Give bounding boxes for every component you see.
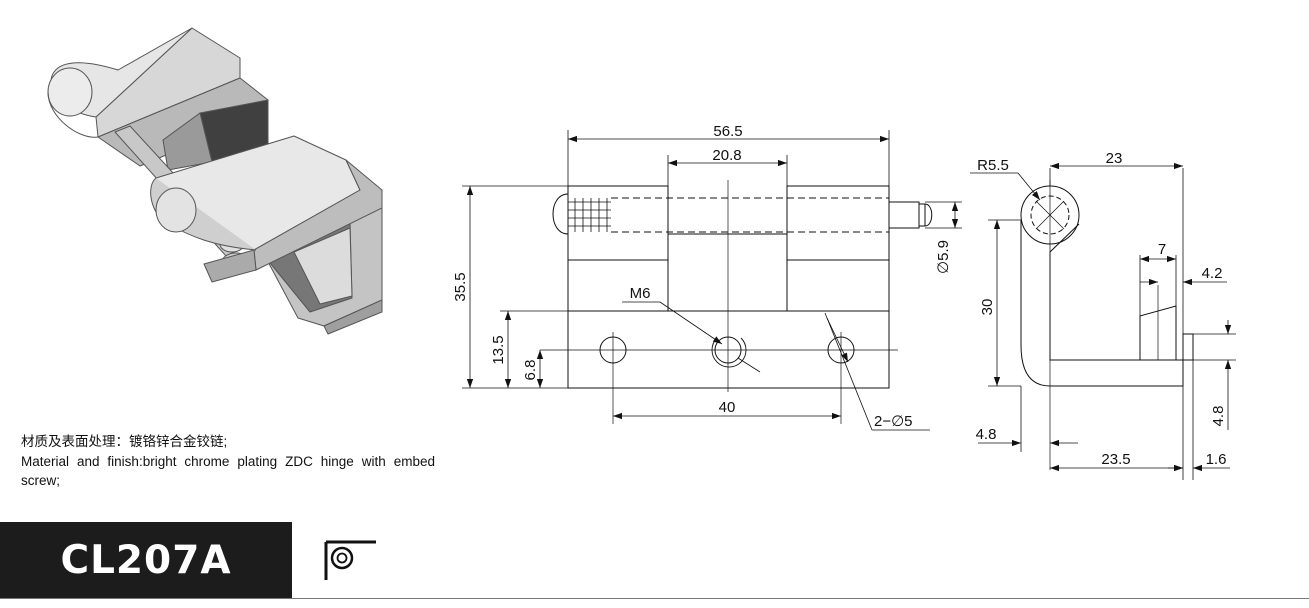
model-number: CL207A: [60, 537, 232, 583]
dim-depth: 23: [1106, 150, 1123, 167]
model-number-badge: CL207A: [0, 522, 292, 598]
side-dimensions: [970, 162, 1236, 480]
front-view: [540, 180, 933, 424]
front-dimensions: [462, 130, 962, 431]
front-dimension-labels: 56.5 20.8 35.5 13.5 6.8 M6 40 2−∅5 ∅5.9: [452, 123, 952, 430]
dim-knuckle-width: 20.8: [712, 147, 741, 164]
dim-tip: 1.6: [1206, 451, 1227, 468]
description-en: Material and finish:bright chrome platin…: [21, 454, 435, 488]
dim-height: 35.5: [452, 272, 469, 301]
dim-leaf-height: 13.5: [490, 335, 507, 364]
dim-overall-width: 56.5: [713, 123, 742, 140]
dim-base-length: 23.5: [1101, 451, 1130, 468]
hinge-3d-view: [47, 27, 383, 335]
dim-radius: R5.5: [977, 157, 1009, 174]
material-description: 材质及表面处理：镀铬锌合金铰链; Material and finish:bri…: [21, 432, 435, 490]
dim-step: 7: [1158, 241, 1166, 258]
side-view: [1020, 180, 1194, 470]
dim-hole-center-height: 6.8: [522, 360, 539, 381]
dim-side-height: 30: [979, 299, 996, 316]
dim-hole-spacing: 40: [719, 399, 736, 416]
dim-step-offset: 4.2: [1202, 265, 1223, 282]
dim-base-offset: 4.8: [976, 426, 997, 443]
description-cn: 材质及表面处理：镀铬锌合金铰链;: [21, 434, 228, 449]
hinge-symbol-icon: [324, 540, 376, 580]
dim-thread: M6: [630, 285, 651, 302]
dim-thickness: 4.8: [1210, 406, 1227, 427]
side-dimension-labels: 23 R5.5 30 7 4.2 4.8 4.8 23.5 1.6: [976, 150, 1227, 468]
bottom-divider: [0, 598, 1309, 599]
dim-holes: 2−∅5: [874, 413, 913, 430]
dim-pin-diameter: ∅5.9: [935, 240, 952, 274]
